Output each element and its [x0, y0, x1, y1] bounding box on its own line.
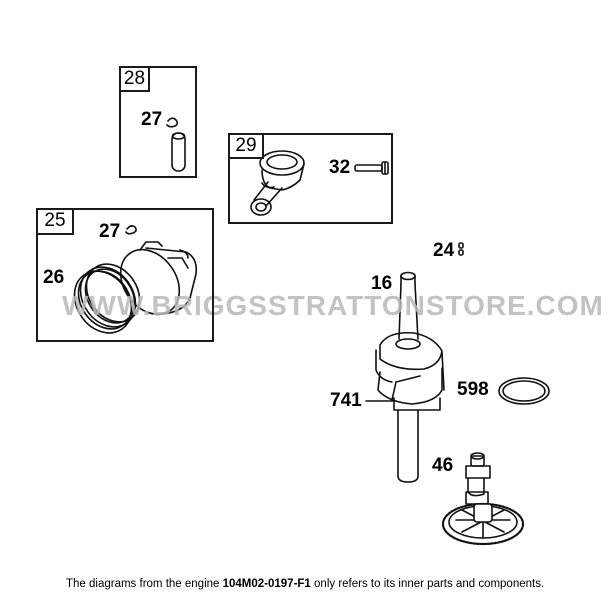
- callout-46: 46: [432, 455, 454, 476]
- camshaft-gear-icon: [441, 452, 525, 546]
- box-25-tag: 25: [36, 208, 74, 235]
- box-25-frame: 25: [36, 208, 214, 342]
- callout-741: 741: [330, 390, 362, 411]
- watermark-text: WWW.BRIGGSSTRATTONSTORE.COM: [62, 290, 604, 321]
- engine-model-number: 104M02-0197-F1: [222, 578, 311, 590]
- connecting-rod-icon: [250, 150, 305, 216]
- callout-32: 32: [329, 157, 351, 178]
- rod-bolt-icon: [354, 161, 389, 175]
- callout-16: 16: [371, 273, 393, 294]
- callout-26: 26: [43, 267, 65, 288]
- callout-598: 598: [457, 379, 489, 400]
- piston-icon: [119, 241, 198, 316]
- box-29-tag: 29: [228, 133, 264, 159]
- footer-note: The diagrams from the engine 104M02-0197…: [66, 578, 544, 590]
- callout-24: 24: [433, 240, 455, 261]
- piston-pin-icon: [171, 132, 186, 172]
- retainer-clip-icon: [125, 225, 137, 235]
- piston-ring-set-icon: [73, 263, 141, 334]
- footer-prefix: The diagrams from the engine: [66, 578, 223, 590]
- crankshaft-icon: [375, 271, 445, 483]
- box-28-tag: 28: [119, 66, 150, 92]
- o-ring-icon: [498, 377, 550, 405]
- callout-27-box28: 27: [141, 109, 163, 130]
- box-28-frame: 28: [119, 66, 197, 178]
- footer-suffix: only refers to its inner parts and compo…: [310, 578, 545, 590]
- valve-keeper-icon: [458, 242, 464, 256]
- callout-27-box25: 27: [99, 221, 121, 242]
- box-29-frame: 29: [228, 133, 393, 224]
- retainer-clip-icon: [166, 117, 179, 128]
